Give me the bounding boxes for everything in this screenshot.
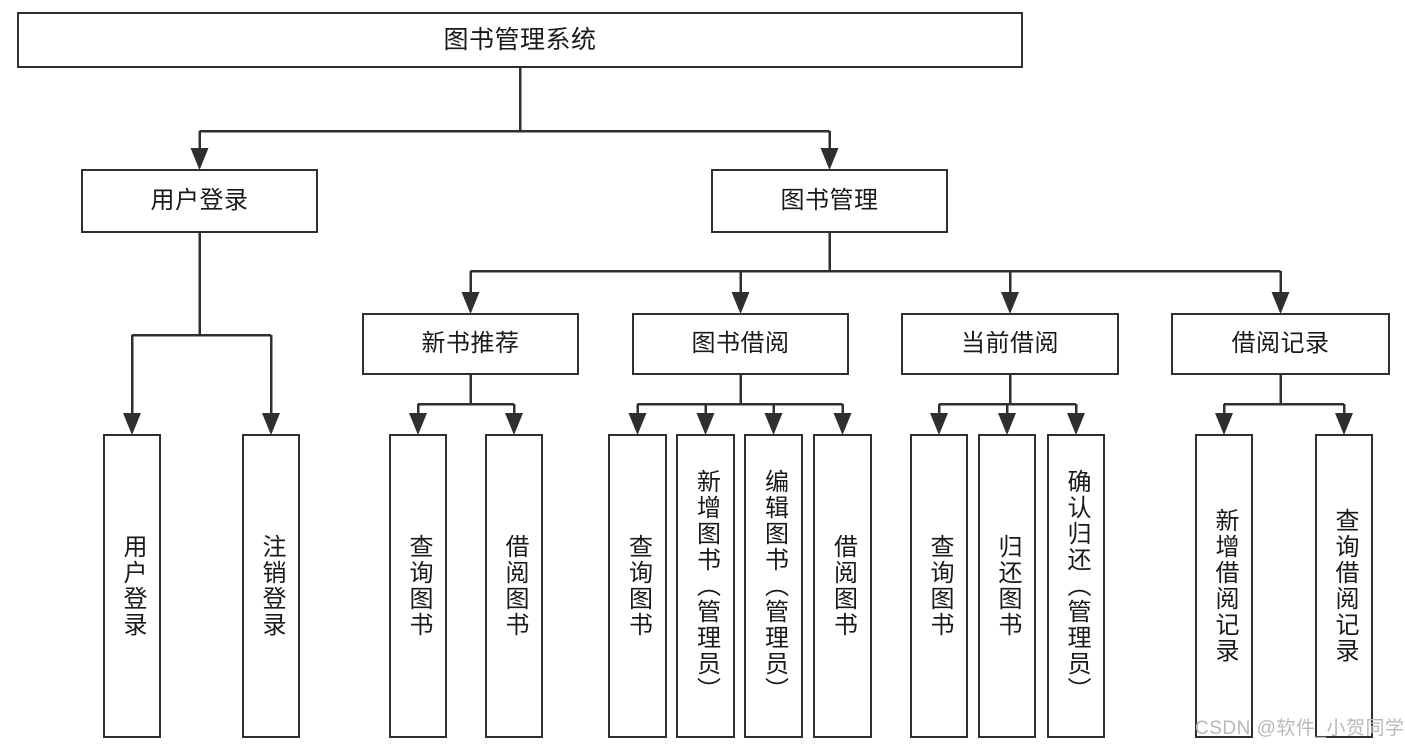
node-label: 查询图书	[926, 534, 953, 638]
node-label: 用户登录	[119, 534, 146, 638]
node-leaf-return-book: 归还图书	[978, 434, 1036, 738]
node-label: 当前借阅	[961, 329, 1059, 357]
node-leaf-query-book-3: 查询图书	[910, 434, 968, 738]
node-leaf-confirm-return: 确认归还（管理员）	[1047, 434, 1105, 738]
node-label: 确认归还（管理员）	[1063, 469, 1090, 703]
node-label: 借阅记录	[1231, 329, 1330, 357]
node-label: 图书管理系统	[443, 26, 597, 54]
node-leaf-user-login: 用户登录	[103, 434, 161, 738]
node-label: 新书推荐	[421, 329, 520, 357]
node-new-book-rec: 新书推荐	[362, 313, 579, 375]
node-leaf-borrow-book-2: 借阅图书	[813, 434, 872, 738]
node-label: 新增借阅记录	[1211, 508, 1238, 664]
node-user-login: 用户登录	[81, 169, 318, 233]
node-label: 注销登录	[258, 534, 285, 638]
node-leaf-add-record: 新增借阅记录	[1195, 434, 1253, 738]
node-label: 查询借阅记录	[1331, 508, 1358, 664]
node-leaf-query-book-2: 查询图书	[608, 434, 667, 738]
node-label: 图书借阅	[691, 329, 790, 357]
node-label: 借阅图书	[829, 534, 857, 638]
node-leaf-edit-book: 编辑图书（管理员）	[744, 434, 803, 738]
node-borrow-record: 借阅记录	[1171, 313, 1390, 375]
node-leaf-query-book-1: 查询图书	[389, 434, 447, 738]
node-leaf-query-record: 查询借阅记录	[1315, 434, 1373, 738]
node-label: 新增图书（管理员）	[692, 469, 720, 703]
node-book-borrow: 图书借阅	[632, 313, 849, 375]
node-leaf-user-logout: 注销登录	[242, 434, 300, 738]
node-current-borrow: 当前借阅	[901, 313, 1119, 375]
node-label: 查询图书	[624, 534, 652, 638]
node-label: 查询图书	[405, 534, 432, 638]
node-root: 图书管理系统	[17, 12, 1023, 68]
node-label: 编辑图书（管理员）	[760, 469, 788, 703]
node-leaf-add-book: 新增图书（管理员）	[676, 434, 735, 738]
node-label: 借阅图书	[501, 534, 528, 638]
node-label: 用户登录	[150, 186, 249, 214]
node-leaf-borrow-book-1: 借阅图书	[485, 434, 543, 738]
node-label: 归还图书	[994, 534, 1021, 638]
node-label: 图书管理	[780, 186, 879, 214]
node-book-manage: 图书管理	[711, 169, 948, 233]
